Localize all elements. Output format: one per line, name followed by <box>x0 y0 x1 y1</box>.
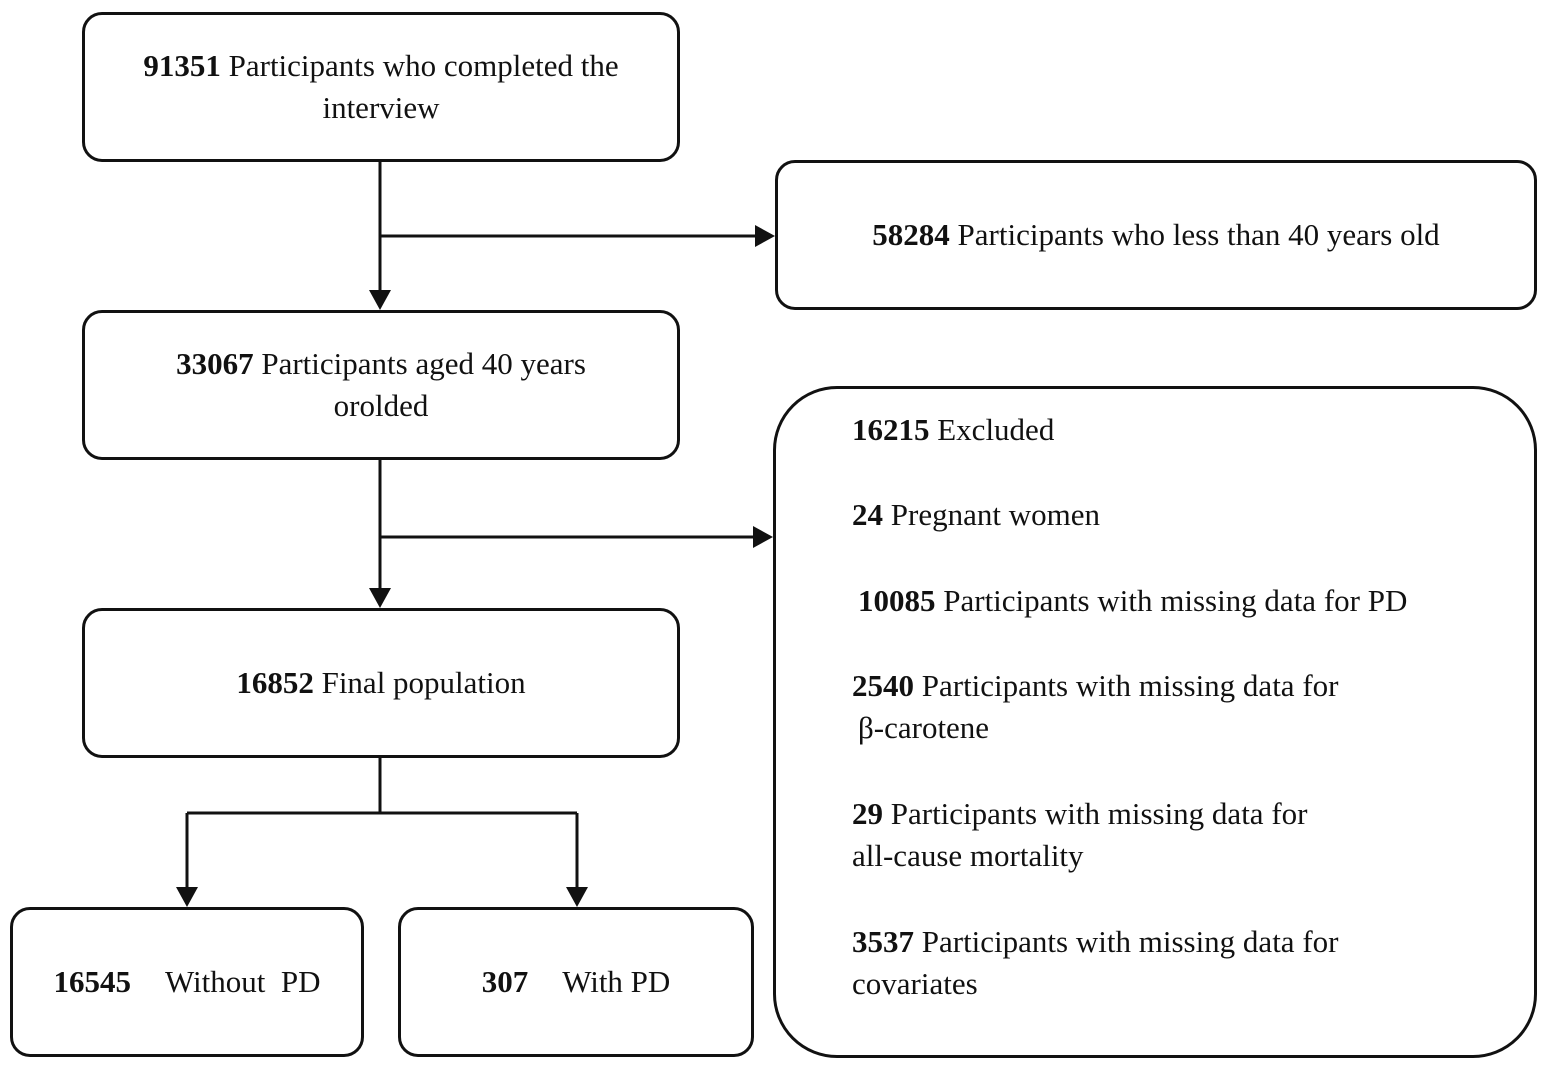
label-excluded: Excluded <box>937 412 1055 447</box>
excluded-item-missing-mortality: 29 Participants with missing data for <box>852 793 1307 835</box>
count-missing-mortality: 29 <box>852 796 883 831</box>
count-missing-covariates: 3537 <box>852 924 914 959</box>
box-under-40: 58284 Participants who less than 40 year… <box>775 160 1537 310</box>
label-missing-pd: Participants with missing data for PD <box>943 583 1408 618</box>
label-under40: Participants who less than 40 years old <box>957 217 1440 252</box>
label-missing-mortality-line1: Participants with missing data for <box>890 796 1308 831</box>
box-aged-40-or-older: 33067 Participants aged 40 years orolded <box>82 310 680 460</box>
label-missing-mortality-line2: all-cause mortality <box>852 838 1084 873</box>
label-missing-carotene-line1: Participants with missing data for <box>921 668 1339 703</box>
excluded-item-missing-covariates: 3537 Participants with missing data for <box>852 921 1338 963</box>
count-without-pd: 16545 <box>53 964 132 999</box>
label-missing-covariates-line1: Participants with missing data for <box>921 924 1339 959</box>
label-missing-covariates-line2: covariates <box>852 966 978 1001</box>
label-interview: Participants who completed the interview <box>228 48 619 125</box>
count-with-pd: 307 <box>481 964 529 999</box>
label-missing-carotene-line2: β-carotene <box>858 710 990 745</box>
count-final: 16852 <box>236 665 314 700</box>
label-aged40: Participants aged 40 years orolded <box>261 346 586 423</box>
excluded-item-pregnant: 24 Pregnant women <box>852 494 1100 536</box>
arrowhead-excluded <box>753 526 773 548</box>
label-pregnant: Pregnant women <box>890 497 1100 532</box>
arrowhead-aged40 <box>369 290 391 310</box>
box-completed-interview: 91351 Participants who completed the int… <box>82 12 680 162</box>
excluded-title: 16215 Excluded <box>852 409 1054 451</box>
box-without-pd: 16545 Without PD <box>10 907 364 1057</box>
count-excluded: 16215 <box>852 412 930 447</box>
count-pregnant: 24 <box>852 497 883 532</box>
box-with-pd: 307 With PD <box>398 907 754 1057</box>
label-final: Final population <box>321 665 526 700</box>
count-aged40: 33067 <box>176 346 254 381</box>
arrowhead-under40 <box>755 225 775 247</box>
count-interview: 91351 <box>143 48 221 83</box>
box-excluded: 16215 Excluded 24 Pregnant women 10085 P… <box>773 386 1537 1058</box>
arrowhead-without-pd <box>176 887 198 907</box>
excluded-item-missing-carotene: 2540 Participants with missing data for <box>852 665 1338 707</box>
arrowhead-with-pd <box>566 887 588 907</box>
count-missing-pd: 10085 <box>858 583 936 618</box>
box-final-population: 16852 Final population <box>82 608 680 758</box>
label-without-pd: Without PD <box>165 964 321 999</box>
count-missing-carotene: 2540 <box>852 668 914 703</box>
arrowhead-final <box>369 588 391 608</box>
excluded-item-missing-pd: 10085 Participants with missing data for… <box>858 580 1407 622</box>
count-under40: 58284 <box>872 217 950 252</box>
label-with-pd: With PD <box>562 964 671 999</box>
